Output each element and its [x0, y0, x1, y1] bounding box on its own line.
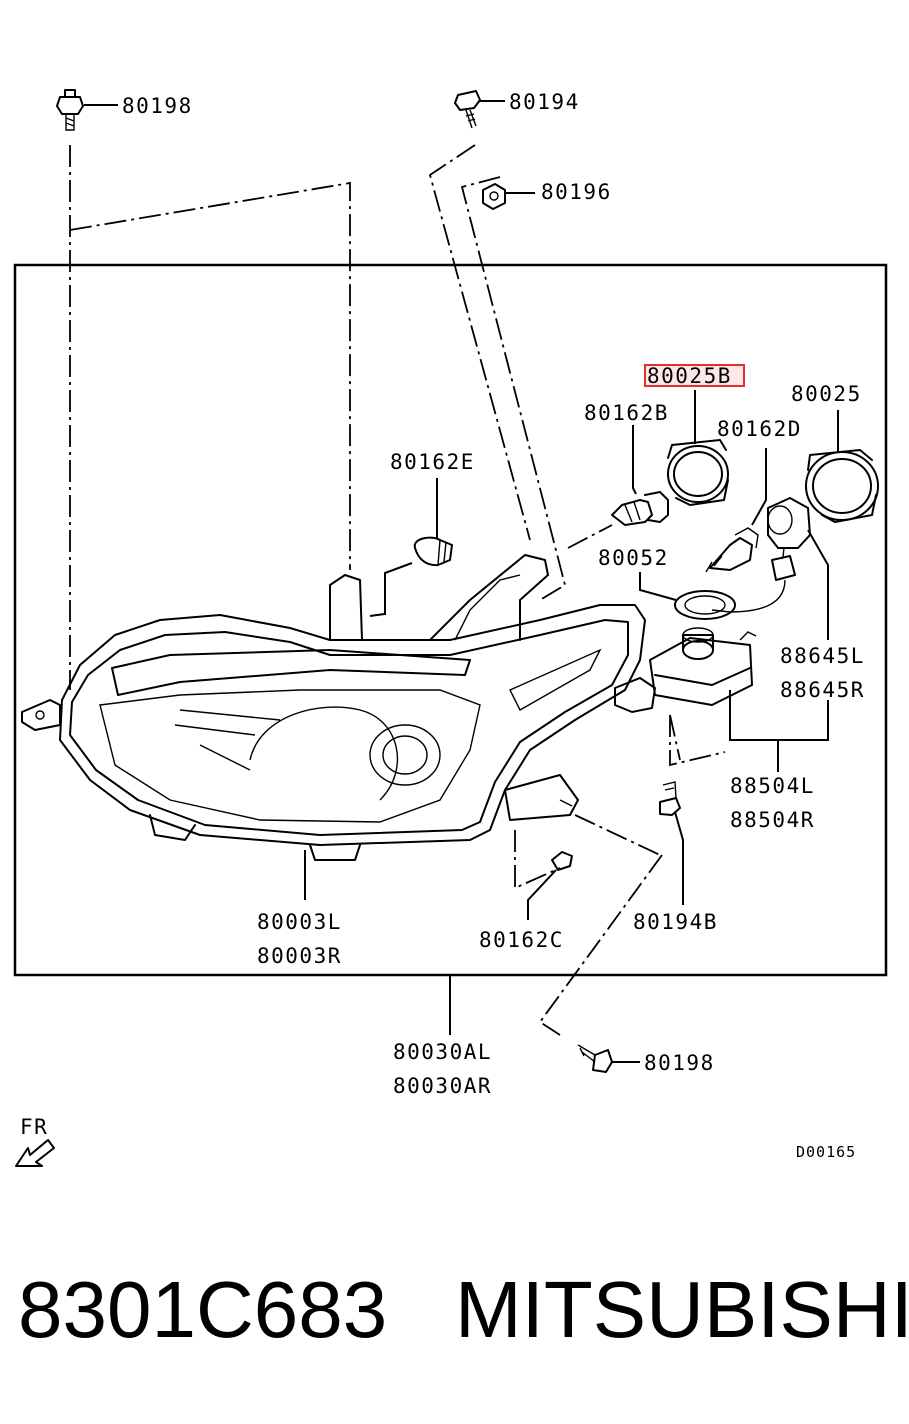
label-fr: FR [20, 1115, 48, 1139]
diagram-code: D00165 [796, 1143, 856, 1161]
brand-name: MITSUBISHI [455, 1265, 909, 1354]
label-80162d: 80162D [717, 417, 802, 441]
label-80198-top: 80198 [122, 94, 193, 118]
label-88645l: 88645L [780, 644, 865, 668]
label-80162b: 80162B [584, 401, 669, 425]
label-80162c: 80162C [479, 928, 564, 952]
part-number: 8301C683 [18, 1265, 388, 1354]
label-80030ar: 80030AR [393, 1074, 492, 1098]
label-88504r: 88504R [730, 808, 815, 832]
label-80003l: 80003L [257, 910, 342, 934]
highlight-box [644, 364, 745, 387]
label-80194b: 80194B [633, 910, 718, 934]
label-80196: 80196 [541, 180, 612, 204]
label-80198-bottom: 80198 [644, 1051, 715, 1075]
headlamp-housing [21, 554, 656, 861]
label-80194: 80194 [509, 90, 580, 114]
label-80025: 80025 [791, 382, 862, 406]
retaining-ring-80025b-icon [667, 390, 729, 506]
front-arrow-icon [15, 1139, 55, 1167]
label-88504l: 88504L [730, 774, 815, 798]
chain-lines [69, 144, 726, 1036]
label-80052: 80052 [598, 546, 669, 570]
screw-80194b-icon [659, 781, 684, 905]
bulb-80162e-icon [369, 478, 453, 617]
seal-80052-icon [639, 572, 736, 620]
bolt-80198-top-icon [56, 89, 118, 131]
bulb-80162b-icon [611, 425, 669, 526]
bulb-80162c-icon [527, 851, 573, 920]
retaining-ring-80025-icon [805, 410, 879, 523]
label-80030al: 80030AL [393, 1040, 492, 1064]
nut-80196-icon [482, 183, 535, 210]
bolt-80198-bottom-icon [577, 1044, 640, 1073]
socket-88645-icon [711, 497, 829, 640]
bulb-80162d-icon [705, 448, 767, 573]
label-88645r: 88645R [780, 678, 865, 702]
screw-80194-icon [454, 90, 505, 129]
ballast-88504-icon [649, 627, 829, 772]
label-80162e: 80162E [390, 450, 475, 474]
label-80003r: 80003R [257, 944, 342, 968]
label-80025b: 80025B [647, 364, 732, 388]
